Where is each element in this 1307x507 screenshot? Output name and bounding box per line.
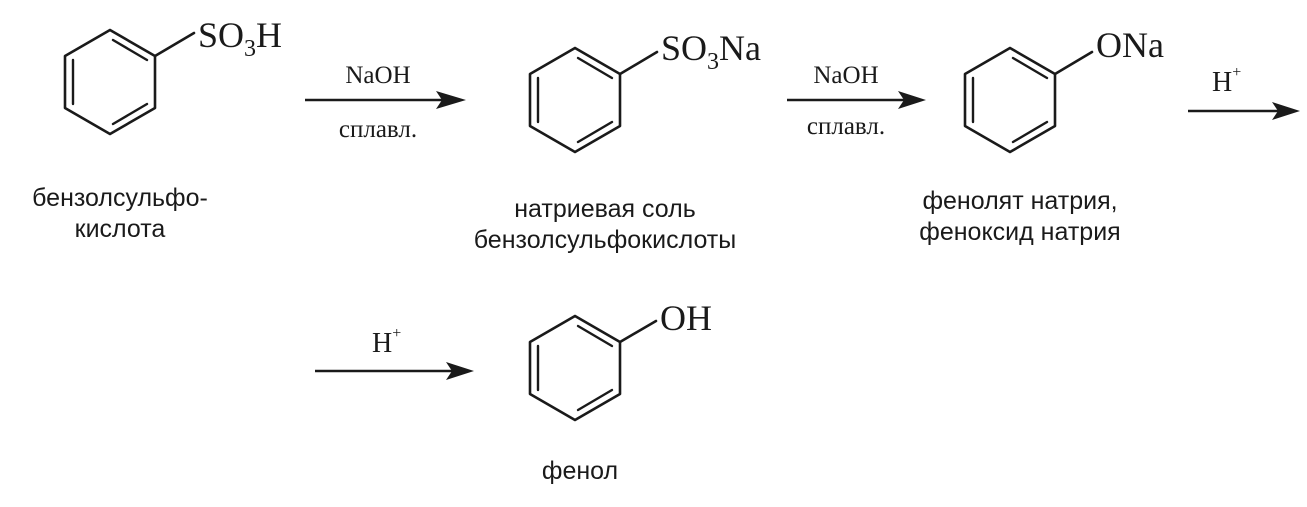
compound-name-phenol: фенол [530, 456, 630, 487]
substituent-ona: ONa [1096, 25, 1164, 65]
name-line: бензолсульфо- [32, 184, 208, 212]
name-line: фенолят натрия, [922, 187, 1118, 215]
reaction-arrow-2 [787, 91, 926, 109]
substituent-oh: OH [660, 298, 712, 338]
reagent-h-plus-1: H+ [1212, 64, 1241, 98]
name-line: феноксид натрия [919, 218, 1121, 246]
reagent-h-plus-2: H+ [372, 325, 401, 359]
reagent-naoh-2: NaOH [813, 62, 878, 89]
benzene-ring-4 [528, 314, 658, 422]
name-line: бензолсульфокислоты [473, 226, 737, 254]
benzene-ring-2 [528, 46, 659, 154]
compound-name-benzenesulfonic-acid: бензолсульфо- кислота [0, 183, 240, 245]
reaction-arrow-4 [315, 362, 474, 380]
name-line: фенол [541, 457, 619, 485]
condition-fusion-1: сплавл. [339, 116, 417, 143]
compound-name-sodium-phenolate: фенолят натрия, феноксид натрия [915, 186, 1125, 248]
condition-fusion-2: сплавл. [807, 113, 885, 140]
substituent-so3h: SO3H [198, 15, 282, 62]
reagent-naoh-1: NaOH [345, 62, 410, 89]
reaction-arrow-3 [1188, 102, 1300, 120]
name-line: кислота [74, 215, 166, 243]
substituent-so3na: SO3Na [661, 28, 761, 75]
compound-name-sodium-benzenesulfonate: натриевая соль бензолсульфокислоты [455, 194, 755, 256]
reaction-arrow-1 [305, 91, 466, 109]
benzene-ring-3 [963, 46, 1094, 154]
name-line: натриевая соль [514, 195, 696, 223]
benzene-ring-1 [63, 28, 196, 136]
